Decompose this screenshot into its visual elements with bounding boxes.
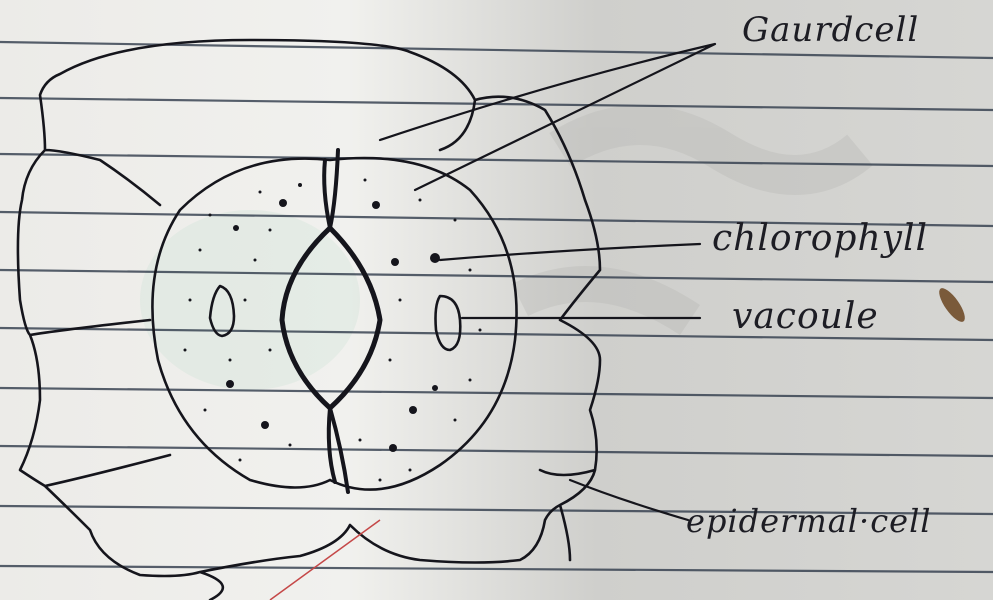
epidermal-cell-pointer bbox=[570, 480, 688, 520]
vacuole-label: vacoule bbox=[732, 296, 879, 337]
chlorophyll-label: chlorophyll bbox=[712, 218, 928, 259]
vacuole-right bbox=[436, 296, 461, 350]
red-margin-mark bbox=[270, 520, 380, 600]
epidermal-cell-label: epidermal·cell bbox=[686, 502, 932, 540]
guard-cell-label: Gaurdcell bbox=[742, 10, 919, 50]
ink-speck bbox=[935, 285, 969, 326]
chlorophyll-pointer bbox=[440, 244, 700, 260]
